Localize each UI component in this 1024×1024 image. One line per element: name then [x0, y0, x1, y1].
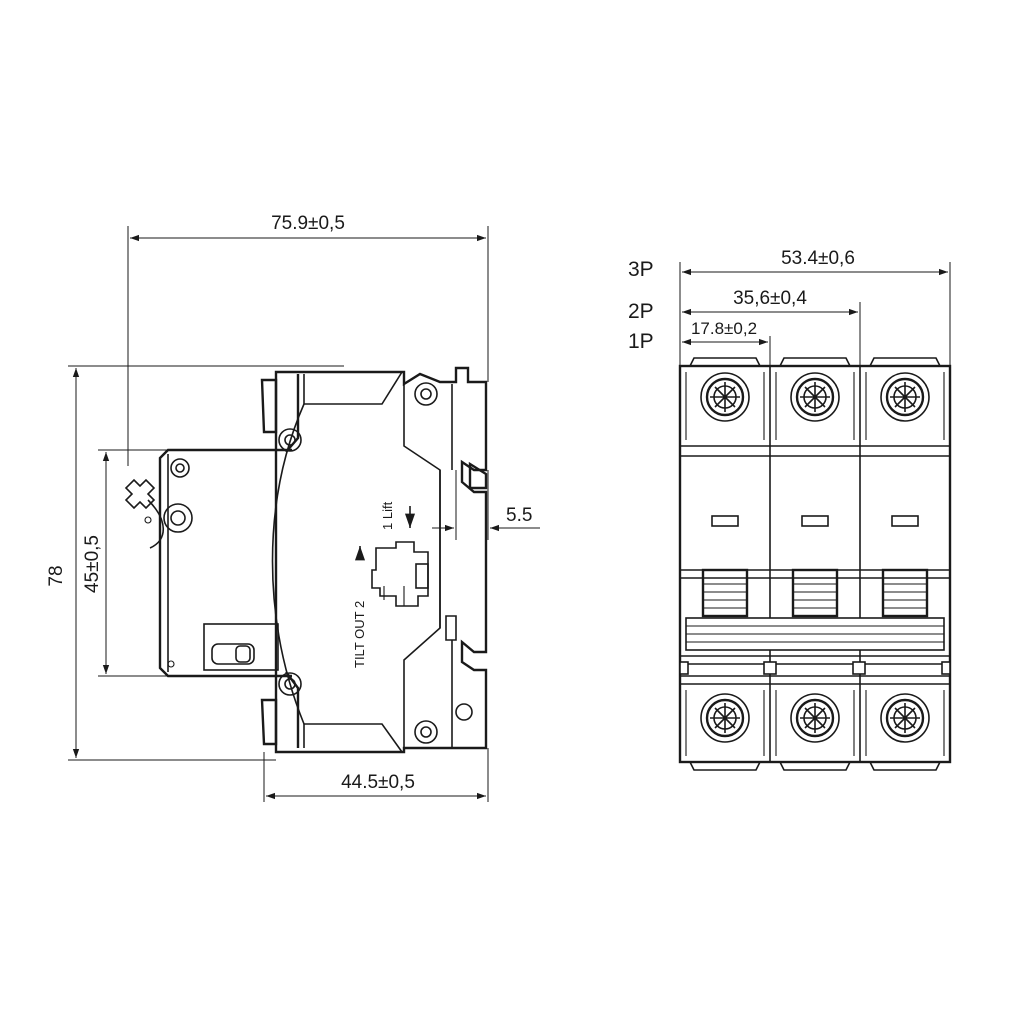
toggle-handle-2	[881, 568, 929, 618]
terminal-ring-top-1	[795, 377, 835, 417]
terminal-outer-bottom-0	[700, 693, 750, 743]
pole-bottom-lip-1	[779, 761, 851, 771]
front-protrusion	[124, 448, 292, 678]
pole-rib-bottom-2	[865, 690, 945, 756]
dim-rail-offset-label: 5.5	[506, 505, 532, 526]
terminal-ring-top-2	[885, 377, 925, 417]
toggle-handle-1	[791, 568, 839, 618]
terminal-ring-bottom-1	[795, 698, 835, 738]
poles-group	[685, 357, 945, 771]
terminal-ring-bottom-0	[705, 698, 745, 738]
pole-top-lip-2	[869, 357, 941, 367]
pole-label-2p: 2P	[628, 300, 654, 323]
dim-overall-depth-label: 75.9±0,5	[271, 213, 345, 234]
dim-window-height-label: 45±0,5	[82, 535, 103, 593]
pole-rib-top-2	[865, 372, 945, 440]
breaker-body	[260, 366, 488, 754]
lift-label: 1 Lift	[380, 501, 395, 530]
pole-top-lip-1	[779, 357, 851, 367]
dim-width-2p: 35,6±0,4 2P	[628, 288, 861, 366]
dim-window-height: 45±0,5	[82, 449, 168, 677]
toggle-handle-0	[701, 568, 749, 618]
dim-front-depth-label: 44.5±0,5	[341, 772, 415, 793]
pole-rib-top-0	[685, 372, 765, 440]
dim-height: 78	[46, 365, 344, 761]
terminal-outer-bottom-1	[790, 693, 840, 743]
dim-width-3p: 53.4±0,6 3P	[628, 248, 951, 366]
dim-height-label: 78	[46, 565, 67, 586]
dim-front-depth: 44.5±0,5	[263, 748, 489, 802]
pole-rib-bottom-0	[685, 690, 765, 756]
terminal-outer-top-0	[700, 372, 750, 422]
pole-label-1p: 1P	[628, 330, 654, 353]
front-view: 53.4±0,6 3P 35,6±0,4 2P 17.8±0,2 1P	[628, 248, 952, 771]
dim-width-1p: 17.8±0,2 1P	[628, 319, 771, 366]
terminal-ring-bottom-2	[885, 698, 925, 738]
indicator-window-1	[801, 515, 829, 527]
terminal-outer-top-1	[790, 372, 840, 422]
tilt-out-label: TILT OUT 2	[352, 601, 367, 668]
terminal-ring-top-0	[705, 377, 745, 417]
front-outline	[678, 364, 952, 764]
terminal-cross-top-2	[890, 382, 920, 412]
indicator-window-2	[891, 515, 919, 527]
terminal-outer-top-2	[880, 372, 930, 422]
dim-width-1p-label: 17.8±0,2	[691, 319, 757, 338]
pole-top-lip-0	[689, 357, 761, 367]
terminal-outer-bottom-2	[880, 693, 930, 743]
dim-width-3p-label: 53.4±0,6	[781, 248, 855, 269]
pole-rib-top-1	[775, 372, 855, 440]
terminal-cross-top-1	[800, 382, 830, 412]
pole-bottom-lip-0	[689, 761, 761, 771]
terminal-cross-bottom-2	[890, 703, 920, 733]
pole-label-3p: 3P	[628, 258, 654, 281]
dim-overall-depth: 75.9±0,5	[127, 213, 489, 466]
dim-width-2p-label: 35,6±0,4	[733, 288, 807, 309]
side-view: 1 Lift TILT OUT 2 75.9±0,5 78 45±0,5	[46, 213, 540, 802]
terminal-cross-bottom-0	[710, 703, 740, 733]
pole-bottom-lip-2	[869, 761, 941, 771]
pole-rib-bottom-1	[775, 690, 855, 756]
terminal-cross-bottom-1	[800, 703, 830, 733]
terminal-cross-top-0	[710, 382, 740, 412]
dim-rail-offset: 5.5	[432, 470, 540, 540]
indicator-window-0	[711, 515, 739, 527]
